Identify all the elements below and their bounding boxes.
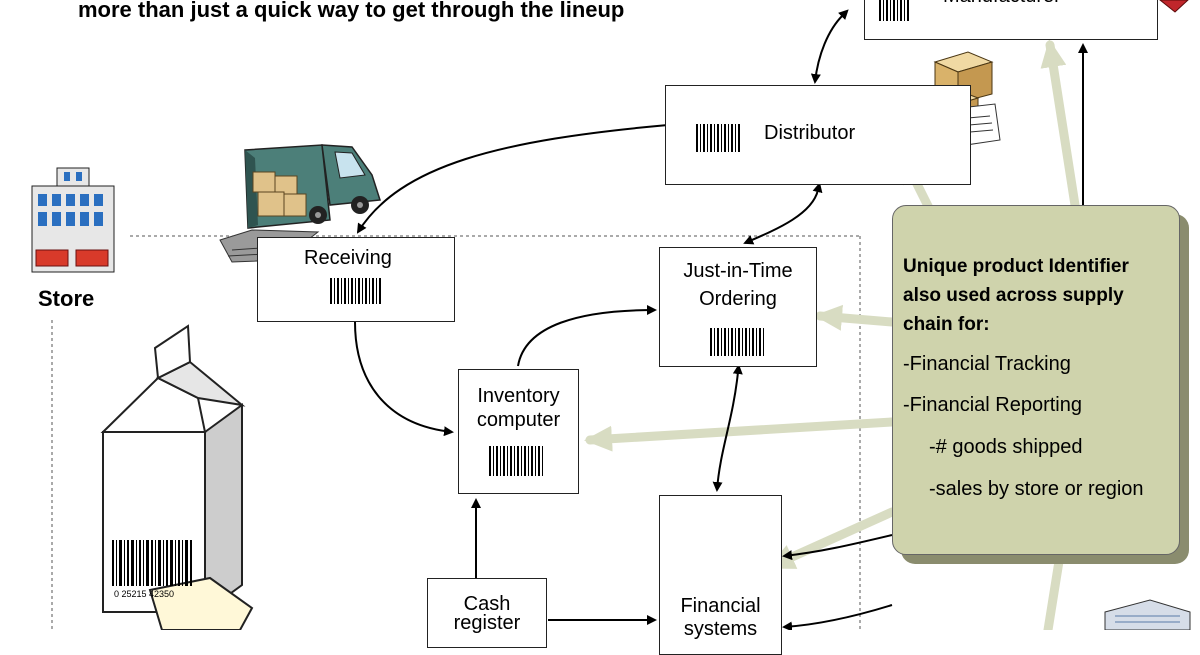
office-building-icon	[1104, 599, 1191, 630]
cash-register-node: Cash register	[427, 578, 547, 648]
callout-title: Unique product Identifier also used acro…	[903, 252, 1129, 339]
manufacturer-node: Manufacturer	[864, 0, 1158, 40]
inventory-computer-node: Inventory computer	[458, 369, 579, 494]
callout-title-line1: Unique product Identifier	[903, 256, 1129, 277]
jit-label-line1: Just-in-Time	[683, 260, 793, 282]
manufacturer-label: Manufacturer	[943, 0, 1061, 10]
just-in-time-ordering-node: Just-in-Time Ordering	[659, 247, 817, 367]
inventory-label-line1: Inventory	[477, 385, 560, 407]
flow-arrows	[354, 9, 1088, 630]
barcode-icon	[489, 446, 545, 476]
distributor-node: Distributor	[665, 85, 971, 185]
carton-barcode	[112, 540, 192, 586]
callout-item-goods-shipped: -# goods shipped	[929, 436, 1083, 458]
store-label: Store	[38, 286, 95, 311]
financial-label-line1: Financial	[680, 595, 761, 617]
receiving-node: Receiving	[257, 237, 455, 322]
receiving-label: Receiving	[304, 247, 392, 269]
barcode-icon	[696, 124, 742, 152]
identifier-callout: Unique product Identifier also used acro…	[892, 205, 1180, 555]
jit-label-line2: Ordering	[699, 288, 777, 310]
barcode-icon	[710, 328, 766, 356]
callout-item-financial-tracking: -Financial Tracking	[903, 353, 1071, 375]
carton-barcode-number: 0 25215 42350	[114, 589, 174, 599]
supply-chain-diagram: 0 25215 42350	[31, 0, 1191, 630]
barcode-icon	[879, 0, 909, 21]
callout-title-line3: chain for:	[903, 314, 990, 335]
cash-label-line2: register	[453, 612, 521, 634]
callout-title-line2: also used across supply	[903, 285, 1124, 306]
callout-item-sales-by-region: -sales by store or region	[929, 478, 1144, 500]
financial-systems-node: Financial systems	[659, 495, 782, 655]
inventory-label-line2: computer	[476, 409, 561, 431]
milk-carton-icon	[100, 324, 254, 630]
distributor-label: Distributor	[764, 122, 856, 144]
factory-icon	[1159, 0, 1189, 13]
store-building-icon	[31, 167, 115, 273]
cash-label-line1: Cash	[463, 593, 511, 615]
headline: more than just a quick way to get throug…	[78, 0, 625, 22]
callout-item-financial-reporting: -Financial Reporting	[903, 394, 1082, 416]
barcode-icon	[330, 278, 382, 304]
